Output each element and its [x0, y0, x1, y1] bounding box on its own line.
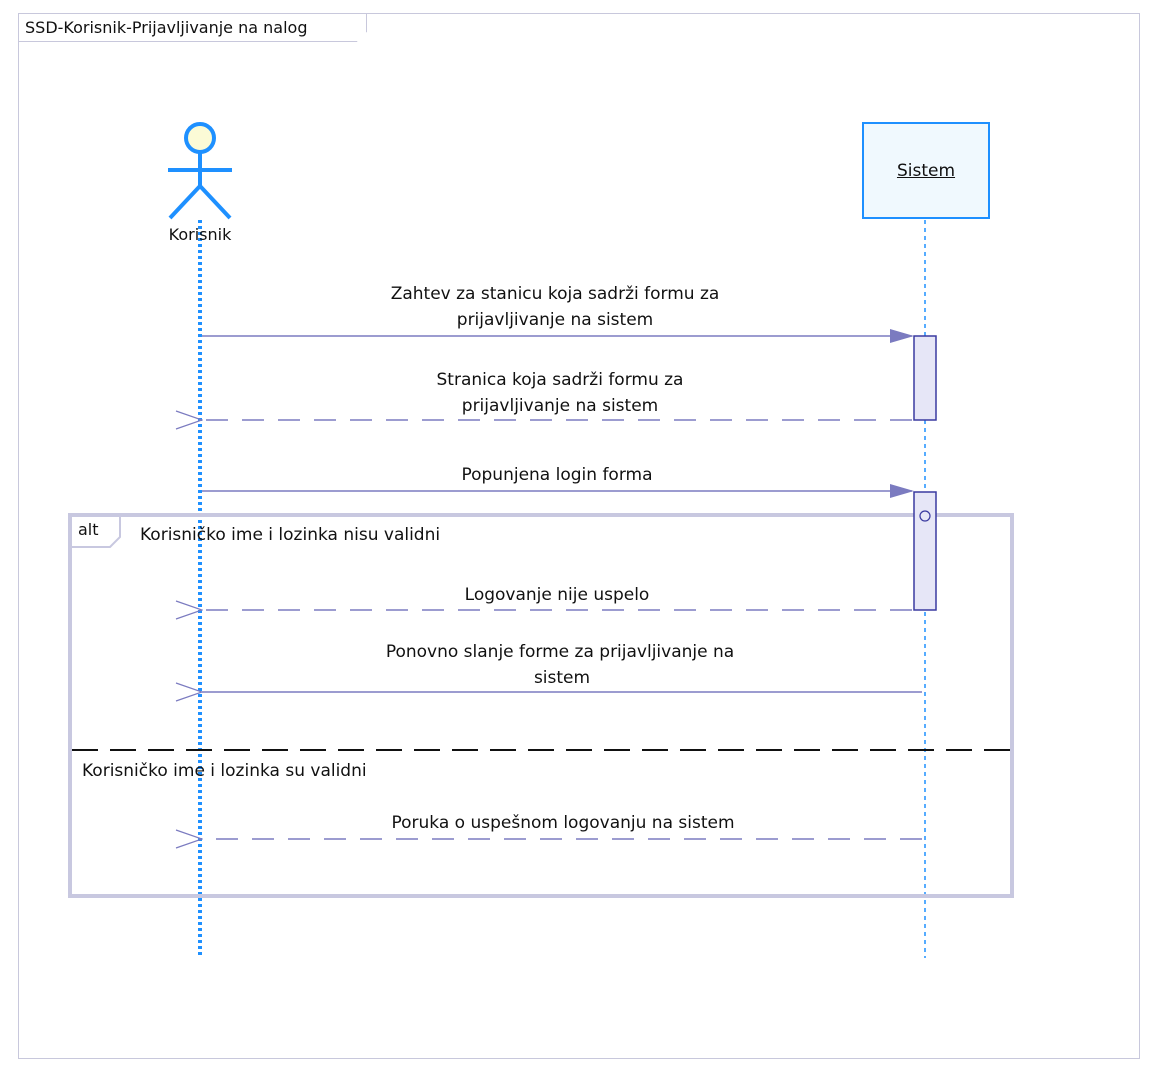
message-1-label-line2: prijavljivanje na sistem: [456, 310, 654, 330]
message-2-label-line2: prijavljivanje na sistem: [461, 396, 659, 416]
alt-tab-border: [70, 514, 121, 548]
activation-bar-2: [913, 491, 937, 611]
message-2-label-line1: Stranica koja sadrži formu za: [436, 370, 684, 390]
activation-bar-2-knob: [919, 510, 931, 522]
message-6-label: Poruka o uspešnom logovanju na sistem: [391, 813, 735, 833]
alt-keyword: alt: [78, 520, 99, 539]
diagram-frame: [18, 13, 1140, 1059]
alt-fragment: [68, 513, 1014, 898]
actor-right-leg: [198, 184, 232, 220]
message-5-label-line2: sistem: [533, 668, 591, 688]
actor-korisnik-icon: [168, 122, 232, 220]
alt-guard-2: Korisničko ime i lozinka su validni: [82, 761, 367, 781]
system-label: Sistem: [896, 160, 956, 181]
actor-head: [184, 122, 216, 154]
actor-label: Korisnik: [168, 225, 232, 244]
message-5-label-line1: Ponovno slanje forme za prijavljivanje n…: [385, 642, 735, 662]
system-object-box: Sistem: [862, 122, 990, 219]
message-4-label: Logovanje nije uspelo: [464, 585, 650, 605]
diagram-title: SSD-Korisnik-Prijavljivanje na nalog: [19, 14, 367, 42]
activation-bar-1: [913, 335, 937, 421]
message-3-label: Popunjena login forma: [461, 465, 653, 485]
message-1-label-line1: Zahtev za stanicu koja sadrži formu za: [390, 284, 720, 304]
actor-left-leg: [168, 184, 202, 220]
alt-frame-border: [68, 513, 1014, 898]
alt-guard-1: Korisničko ime i lozinka nisu validni: [140, 525, 441, 545]
